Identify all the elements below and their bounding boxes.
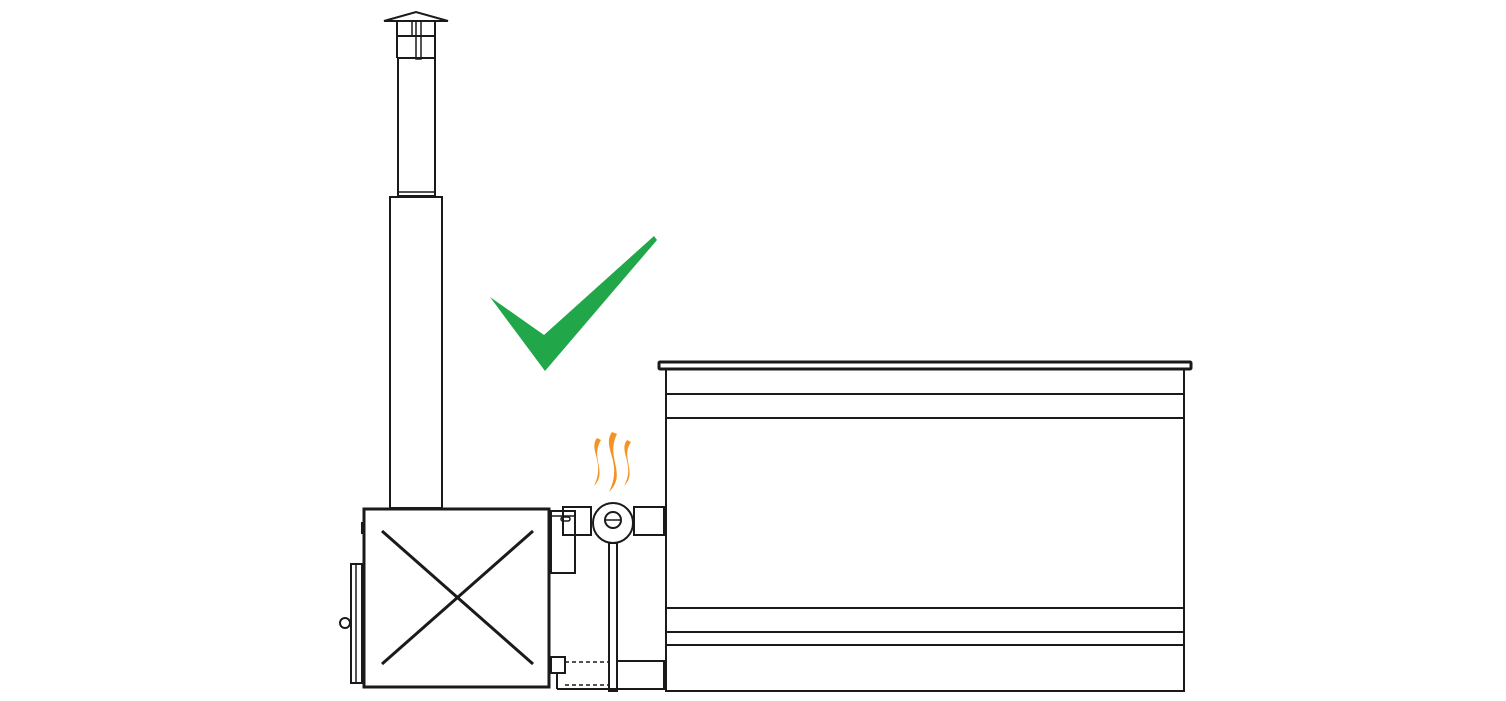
heat-waves-icon [594, 432, 631, 492]
stove [339, 507, 576, 689]
upper-pipe-right [633, 506, 666, 536]
chimney [383, 10, 449, 509]
vertical-pipe [608, 542, 618, 692]
chimney-lower-pipe [389, 196, 443, 509]
tub-rim [657, 360, 1193, 371]
tub-body [665, 368, 1185, 692]
stove-body [362, 507, 551, 689]
chimney-cap [383, 10, 449, 60]
lower-pipe-right [616, 660, 666, 690]
upper-pipe-left [562, 506, 592, 536]
chimney-upper-pipe [397, 57, 436, 197]
connection-pipes [550, 502, 667, 692]
stove-door-hinge [339, 522, 364, 684]
lower-fitting [550, 656, 566, 674]
hot-tub [657, 360, 1193, 692]
check-mark-icon [490, 236, 657, 371]
valve [592, 502, 634, 544]
valve-knob-icon [604, 511, 622, 529]
